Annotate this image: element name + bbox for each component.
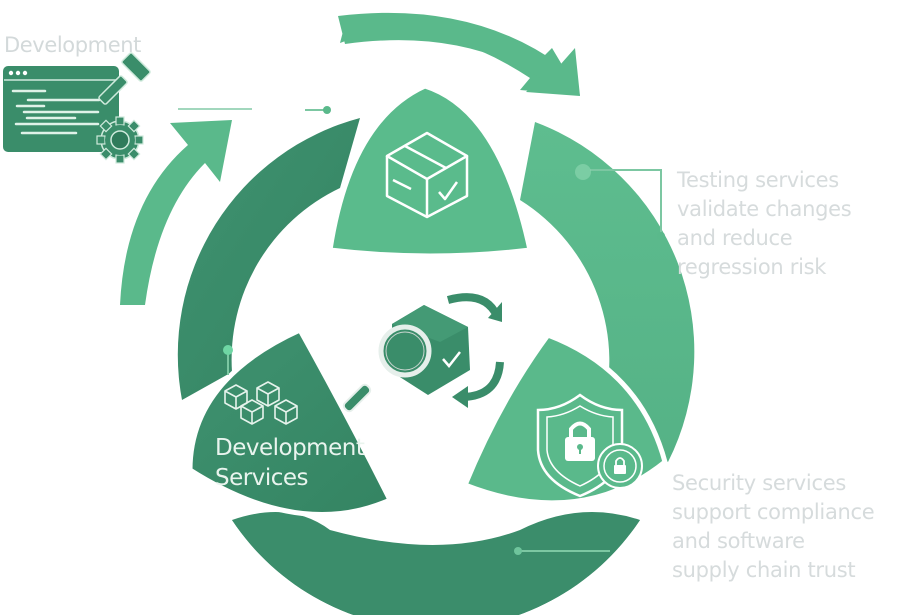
gear-icon — [96, 116, 144, 164]
cubes-icon — [224, 381, 298, 425]
connector-glow-testing — [575, 164, 591, 180]
box-check-icon — [385, 131, 469, 219]
security-note-line: and software — [672, 529, 805, 553]
development-services-line: Services — [215, 465, 309, 491]
security-note-line: support compliance — [672, 500, 875, 524]
ring-arc-upper-left — [177, 118, 360, 400]
security-note-line: Security services — [672, 471, 846, 495]
arrow-left-curved — [120, 120, 232, 305]
magnify-box-cycle-icon — [342, 293, 504, 413]
testing-note-line: and reduce — [677, 226, 793, 250]
ring-arc-bottom-fill — [232, 512, 640, 615]
development-services-label: Development Services — [215, 433, 365, 493]
ring-arc-right — [520, 122, 695, 462]
connector-dot-security — [514, 547, 522, 555]
security-services-note: Security services support compliance and… — [672, 469, 875, 585]
segment-testing[interactable] — [327, 83, 534, 259]
shield-lock-icon — [536, 393, 643, 498]
connector-testing — [590, 169, 662, 236]
testing-note-line: validate changes — [677, 197, 852, 221]
testing-note-line: Testing services — [677, 168, 839, 192]
code-window-icon — [3, 66, 119, 152]
arrow-top-body — [338, 12, 580, 96]
hammer-icon — [98, 52, 151, 105]
testing-services-note: Testing services validate changes and re… — [677, 166, 852, 282]
connector-dot-testing — [657, 232, 665, 240]
connector-dot-development — [223, 345, 233, 355]
security-note-line: supply chain trust — [672, 558, 856, 582]
testing-note-line: regression risk — [677, 255, 827, 279]
connector-dot-top — [323, 106, 331, 114]
development-title: Development — [4, 33, 141, 57]
development-services-line: Development — [215, 435, 365, 461]
